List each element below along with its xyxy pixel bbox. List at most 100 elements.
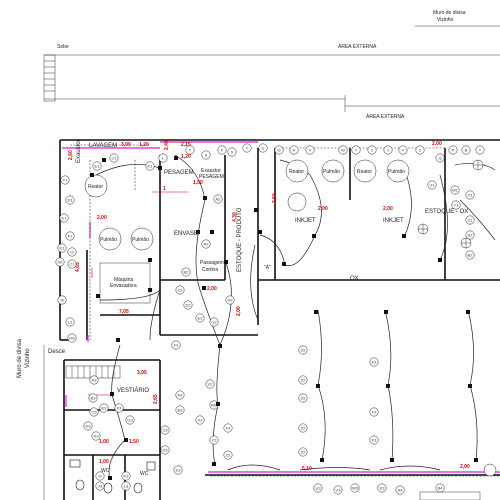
circuit-bubble-label: B3 xyxy=(178,408,184,413)
circuit-bubble-label: B2 xyxy=(184,270,190,275)
dim-1-00b: 1,00 xyxy=(99,459,109,465)
circuit-bubble-label: S xyxy=(205,153,208,158)
circuit-bubble-label: C3 xyxy=(91,410,97,415)
circuit-bubble: A2 xyxy=(201,239,211,249)
circuit-bubble: L3 xyxy=(121,481,131,491)
circuit-bubble: E3 xyxy=(99,403,109,413)
circuit-bubble-label: J3 xyxy=(98,484,103,489)
circuit-bubble: F3 xyxy=(369,357,379,367)
circuit-bubble-label: I2 xyxy=(70,250,74,255)
circuit-bubble: U xyxy=(258,143,268,153)
outlet-marker xyxy=(218,344,222,348)
circuit-bubble-label: X3 xyxy=(380,486,386,491)
circuit-bubble: C1 xyxy=(67,259,77,269)
circuit-bubble: C3 xyxy=(160,425,170,435)
outlet-marker xyxy=(468,384,472,388)
muro-divisa-side-1: Muro de divisa xyxy=(17,338,23,378)
circuit-bubble-label: A2 xyxy=(204,242,210,247)
circuit-bubble-label: V3 xyxy=(336,488,342,493)
circuit-bubble: X2 xyxy=(195,415,205,425)
circuit-bubble: D3 xyxy=(83,421,93,431)
circuit-bubble-label: W2 xyxy=(211,403,218,408)
dim-3-00: 3,00 xyxy=(121,142,131,148)
circuit-bubble: F1 xyxy=(65,231,75,241)
circuit-bubble: J2 xyxy=(57,295,67,305)
outlet-marker xyxy=(224,260,228,264)
room-estoque-ox: ESTOQUE - OX xyxy=(425,209,468,215)
circuit-bubble-label: W xyxy=(341,148,345,153)
dim-2-00e: 2,00 xyxy=(207,286,217,292)
pulmao-2-label: Pulmão xyxy=(132,237,149,243)
circuit-bubble: Z2 xyxy=(298,447,308,457)
pulmao-1: Pulmão xyxy=(98,227,122,251)
outlet-marker xyxy=(158,166,162,170)
circuit-bubble-label: F1 xyxy=(68,234,73,239)
circuit-bubble-label: E3 xyxy=(102,406,108,411)
dim-2-15: 2,15 xyxy=(181,142,191,148)
circuit-bubble: Y1 xyxy=(451,200,461,210)
circuit-bubble: T xyxy=(242,143,252,153)
circuit-bubble-label: K1 xyxy=(60,246,66,251)
circuit-bubble-label: E1 xyxy=(95,164,101,169)
dim-1: 1 xyxy=(163,186,166,192)
circuit-bubble-label: Y xyxy=(402,148,405,153)
circuit-bubble: B xyxy=(461,145,471,155)
outlet-marker xyxy=(314,310,318,314)
circuit-bubble-label: F3 xyxy=(372,438,377,443)
circuit-bubble: Z xyxy=(367,145,377,155)
circuit-bubble: A3 xyxy=(175,390,185,400)
circuit-bubble-label: Y1 xyxy=(454,203,460,208)
muro-divisa-side-2: Vizinho xyxy=(25,348,31,368)
outlet-marker xyxy=(258,230,262,234)
circuit-bubble: E2 xyxy=(195,313,205,323)
dim-1-50: 1,50 xyxy=(193,180,203,186)
dim-7-05: 7,05 xyxy=(119,309,129,315)
passagem-cortina-2: Cortina xyxy=(202,267,218,273)
circuit-bubble-label: F2 xyxy=(174,343,179,348)
circuit-bubble-label: X1 xyxy=(468,193,474,198)
outlet-marker xyxy=(386,384,390,388)
circuit-bubble-label: F xyxy=(221,148,224,153)
circuit-bubble-label: Q xyxy=(438,156,441,161)
dimension-arrows xyxy=(88,191,188,396)
outlet-marker xyxy=(210,230,214,234)
circuit-bubble: F2 xyxy=(171,340,181,350)
circuit-bubble-label: B2 xyxy=(468,253,474,258)
circuit-bubble: F3 xyxy=(114,403,124,413)
reator-1-label: Reator xyxy=(88,184,103,190)
circuit-bubble-label: Z2 xyxy=(301,348,306,353)
circuit-bubble: H2 xyxy=(225,295,235,305)
room-pesagem: PESAGEM xyxy=(164,170,194,176)
room-wc-1: WC xyxy=(101,468,110,474)
circuit-bubble: I2 xyxy=(67,247,77,257)
circuit-bubble: I3 xyxy=(95,471,105,481)
circuit-bubble: F3 xyxy=(223,423,233,433)
outlet-marker xyxy=(316,384,320,388)
pulmao-5 xyxy=(287,192,307,212)
area-externa-1: ÁREA EXTERNA xyxy=(338,43,377,50)
circuit-bubble-label: B4 xyxy=(438,486,444,491)
circuit-bubble-label: E2 xyxy=(198,316,204,321)
dim-3-95: 3,95 xyxy=(137,370,147,376)
maquina-2: Envasadora xyxy=(110,283,137,289)
stairs-top xyxy=(43,54,56,102)
circuit-bubble: C3 xyxy=(89,407,99,417)
pulmao-4-label: Pulmão xyxy=(388,169,405,175)
circuit-bubble-label: B xyxy=(465,148,468,153)
dim-2-00b: 2,00 xyxy=(318,206,328,212)
circuit-bubble: Y xyxy=(398,145,408,155)
circuit-bubble: Z xyxy=(415,145,425,155)
sobe-label: Sobe xyxy=(57,44,69,50)
outlet-marker xyxy=(203,196,207,200)
circuit-bubble-label: K3 xyxy=(124,474,130,479)
circuit-bubble-label: V1 xyxy=(430,183,436,188)
circuit-bubble: B2 xyxy=(465,250,475,260)
dim-5-10: 5,10 xyxy=(302,466,312,472)
circuit-bubble: Q xyxy=(435,153,445,163)
circuit-bubble-label: L3 xyxy=(124,484,129,489)
circuit-bubble-label: D3 xyxy=(85,424,91,429)
pulmao-1-label: Pulmão xyxy=(100,237,117,243)
outlet-marker xyxy=(320,458,324,462)
circuit-bubble-label: X2 xyxy=(198,418,204,423)
